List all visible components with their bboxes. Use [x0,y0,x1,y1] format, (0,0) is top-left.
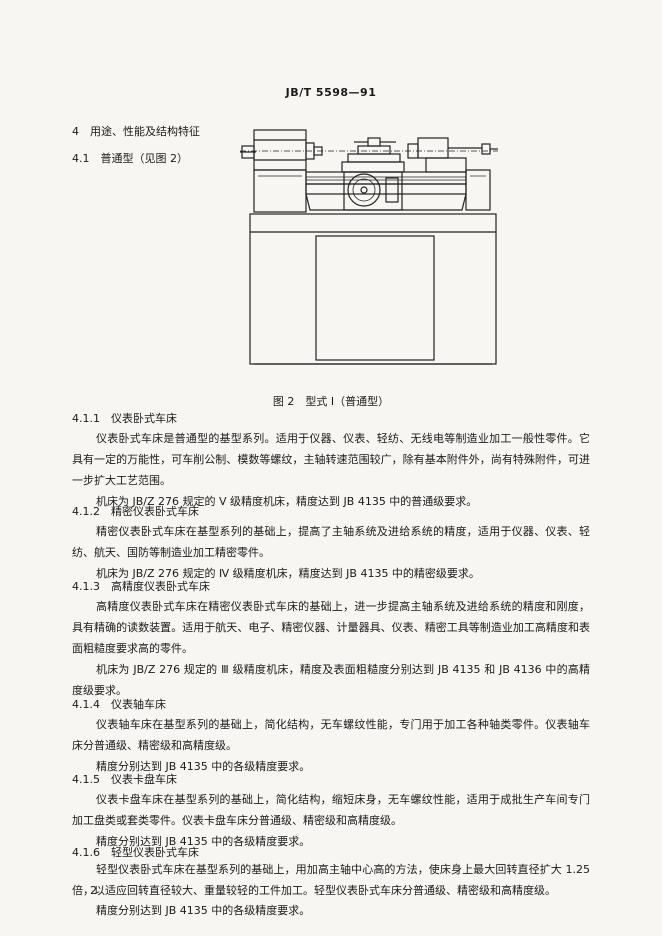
paragraph: 高精度仪表卧式车床在精密仪表卧式车床的基础上，进一步提高主轴系统及进给系统的精度… [72,600,590,655]
standard-number-header: JB/T 5598—91 [285,86,377,99]
section-title: 4 用途、性能及结构特征 [72,125,200,138]
paragraph: 精度分别达到 JB 4135 中的各级精度要求。 [96,835,311,848]
subsection-heading-4-1-5: 4.1.5 仪表卡盘车床 [72,773,177,786]
paragraph: 精密仪表卧式车床在基型系列的基础上，提高了主轴系统及进给系统的精度，适用于仪器、… [72,525,590,559]
paragraph: 机床为 JB/Z 276 规定的 Ⅲ 级精度机床，精度及表面粗糙度分别达到 JB… [72,663,590,697]
subsection-heading-4-1-3: 4.1.3 高精度仪表卧式车床 [72,580,210,593]
subsection-heading-4-1-4: 4.1.4 仪表轴车床 [72,698,166,711]
paragraph: 机床为 JB/Z 276 规定的 Ⅳ 级精度机床，精度达到 JB 4135 中的… [96,567,480,580]
subsection-heading-4-1-6: 4.1.6 轻型仪表卧式车床 [72,846,199,859]
subsection-heading-4-1-2: 4.1.2 精密仪表卧式车床 [72,505,199,518]
section-subtitle: 4.1 普通型（见图 2） [72,152,188,165]
paragraph: 仪表卧式车床是普通型的基型系列。适用于仪器、仪表、轻纺、无线电等制造业加工一般性… [72,432,590,487]
lathe-drawing-figure [240,129,498,365]
figure-caption: 图 2 型式 I（普通型） [272,395,390,408]
paragraph: 仪表轴车床在基型系列的基础上，简化结构，无车螺纹性能，专门用于加工各种轴类零件。… [72,718,590,752]
paragraph: 仪表卡盘车床在基型系列的基础上，简化结构，缩短床身，无车螺纹性能，适用于成批生产… [72,793,590,827]
page-number: 2 [90,884,97,897]
paragraph: 轻型仪表卧式车床在基型系列的基础上，用加高主轴中心高的方法，使床身上最大回转直径… [72,863,590,897]
paragraph: 机床为 JB/Z 276 规定的 V 级精度机床，精度达到 JB 4135 中的… [96,495,478,508]
subsection-heading-4-1-1: 4.1.1 仪表卧式车床 [72,412,177,425]
paragraph: 精度分别达到 JB 4135 中的各级精度要求。 [96,760,311,773]
paragraph: 精度分别达到 JB 4135 中的各级精度要求。 [96,904,311,917]
